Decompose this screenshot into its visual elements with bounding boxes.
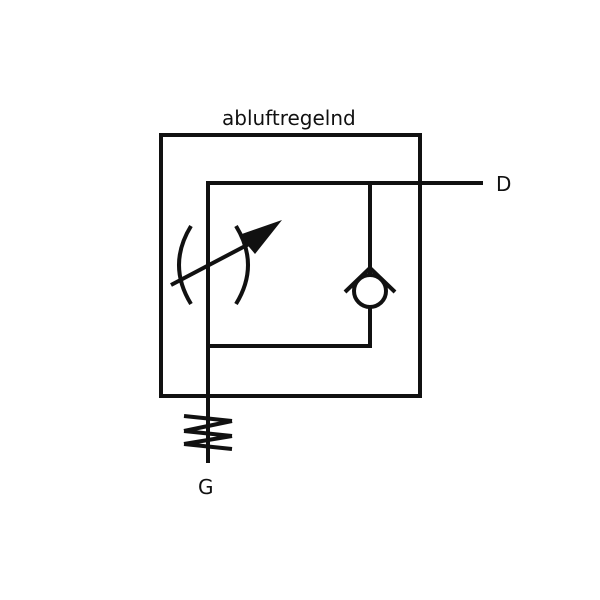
- flow-line-lower: [208, 183, 372, 348]
- diagram-title: abluftregelnd: [222, 106, 356, 130]
- adjustable-throttle-icon: [170, 220, 282, 306]
- spring-icon: [183, 414, 233, 451]
- port-label-g: G: [198, 475, 214, 499]
- flow-line-top: [206, 181, 483, 396]
- port-label-d: D: [496, 172, 512, 196]
- housing-box: [159, 133, 422, 398]
- check-valve-icon: [343, 266, 397, 309]
